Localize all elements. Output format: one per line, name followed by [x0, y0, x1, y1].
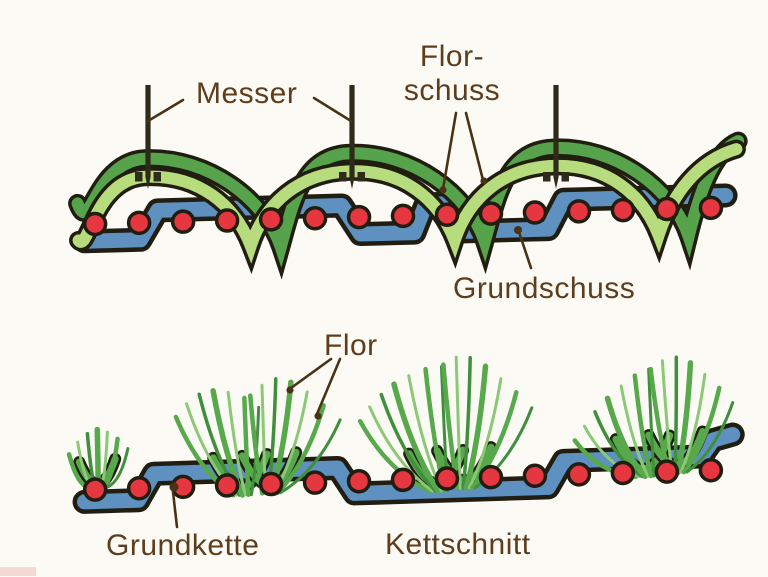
- florschuss-pointer-dot-2: [480, 177, 488, 185]
- messer-pointer-line-left: [146, 98, 185, 123]
- flor-pointer-dot-2: [314, 412, 322, 420]
- grundschuss-pointer-line: [517, 230, 533, 270]
- knife-foot: [357, 172, 365, 182]
- warp-thread-dots-upper: [82, 195, 724, 237]
- annotation-pointers: [146, 96, 533, 529]
- florschuss-pointer-line-2: [464, 111, 485, 182]
- grundschuss-pointer-dot: [514, 226, 522, 234]
- warp-dot: [346, 204, 372, 230]
- lower-diagram-cut-pile: [66, 355, 745, 514]
- pile-strand: [675, 360, 694, 476]
- warp-dot: [566, 199, 592, 224]
- pile-strand: [461, 355, 472, 490]
- pile-strand: [681, 385, 722, 475]
- pile-strand: [604, 395, 648, 480]
- label-florschuss-line2: schuss: [403, 74, 501, 107]
- label-grundschuss: Grundschuss: [453, 272, 636, 305]
- warp-dot: [610, 460, 636, 486]
- pile-cutting-knives: [135, 85, 569, 189]
- warp-dot: [214, 208, 240, 233]
- grundkette-pointer-dot: [169, 482, 179, 492]
- warp-dot: [434, 202, 460, 228]
- pile-weft-light-ribbon: [72, 143, 743, 264]
- knife-tip: [553, 177, 559, 189]
- knife-icon: [135, 85, 161, 189]
- knife-foot: [561, 172, 569, 182]
- warp-dot: [654, 459, 680, 484]
- pile-strand: [463, 363, 489, 491]
- warp-dot: [390, 203, 416, 229]
- pile-strand: [226, 390, 247, 497]
- flor-pointer-line-2: [315, 357, 342, 416]
- flor-pointer-dot-1: [286, 386, 294, 394]
- ground-weft-band: [77, 187, 734, 249]
- florschuss-pointer-line-1: [441, 111, 458, 191]
- warp-dot: [214, 473, 240, 498]
- warp-dot: [698, 457, 724, 483]
- pile-strand: [105, 447, 130, 489]
- label-messer: Messer: [196, 77, 298, 110]
- knife-tip: [349, 177, 355, 189]
- warp-dot: [258, 471, 284, 497]
- warp-dot: [126, 210, 152, 236]
- warp-dot: [654, 196, 680, 222]
- cut-pile-tufts: [66, 355, 735, 498]
- pile-strand: [454, 355, 462, 490]
- label-grundkette: Grundkette: [106, 529, 260, 562]
- knife-icon: [339, 85, 365, 189]
- warp-dot: [390, 467, 416, 493]
- knife-foot: [153, 172, 161, 182]
- warp-dot: [522, 463, 548, 489]
- pile-strand: [278, 418, 342, 495]
- label-kettschnitt: Kettschnitt: [385, 528, 531, 561]
- warp-dot: [82, 477, 108, 502]
- knife-tip: [145, 177, 151, 189]
- knife-foot: [135, 172, 143, 182]
- pile-strand: [379, 392, 438, 493]
- pile-strand: [632, 373, 654, 479]
- page-edge-artifact: [0, 567, 36, 576]
- warp-dot: [126, 475, 152, 501]
- flor-pointer-line-1: [289, 357, 333, 390]
- pile-strand: [593, 410, 644, 479]
- label-flor: Flor: [324, 329, 378, 362]
- pile-strand: [357, 418, 432, 494]
- warp-dot: [302, 470, 328, 495]
- pile-strand: [470, 390, 519, 490]
- warp-dot: [82, 211, 108, 237]
- florschuss-pointer-dot-1: [439, 186, 447, 194]
- knife-icon: [543, 85, 569, 189]
- pile-strand: [242, 395, 251, 498]
- warp-dot: [522, 200, 548, 225]
- pile-strand: [679, 372, 707, 474]
- warp-dot: [170, 209, 196, 234]
- pile-strand: [619, 384, 650, 478]
- label-florschuss-line1: Flor-: [419, 40, 485, 73]
- pile-strand: [685, 401, 735, 474]
- knife-foot: [543, 172, 551, 182]
- warp-dot: [610, 197, 636, 223]
- warp-dot: [478, 201, 504, 226]
- pile-strand: [647, 367, 656, 478]
- pile-strand: [368, 405, 434, 493]
- warp-dot: [302, 205, 328, 231]
- warp-dot: [346, 469, 372, 494]
- knife-blade: [553, 85, 559, 177]
- warp-dot: [566, 462, 592, 487]
- warp-dot: [434, 466, 460, 491]
- grundkette-pointer-line: [171, 490, 179, 529]
- warp-dot: [478, 464, 504, 490]
- knife-foot: [339, 172, 347, 182]
- warp-dot: [698, 195, 724, 221]
- pile-strand: [467, 377, 503, 490]
- warp-dot: [258, 207, 284, 232]
- pile-strand: [391, 381, 442, 494]
- knife-blade: [145, 85, 151, 177]
- messer-pointer-line-right: [312, 96, 353, 123]
- knife-blade: [349, 85, 355, 177]
- warp-thread-dots-lower: [82, 457, 724, 502]
- upper-diagram-loops: [68, 131, 748, 280]
